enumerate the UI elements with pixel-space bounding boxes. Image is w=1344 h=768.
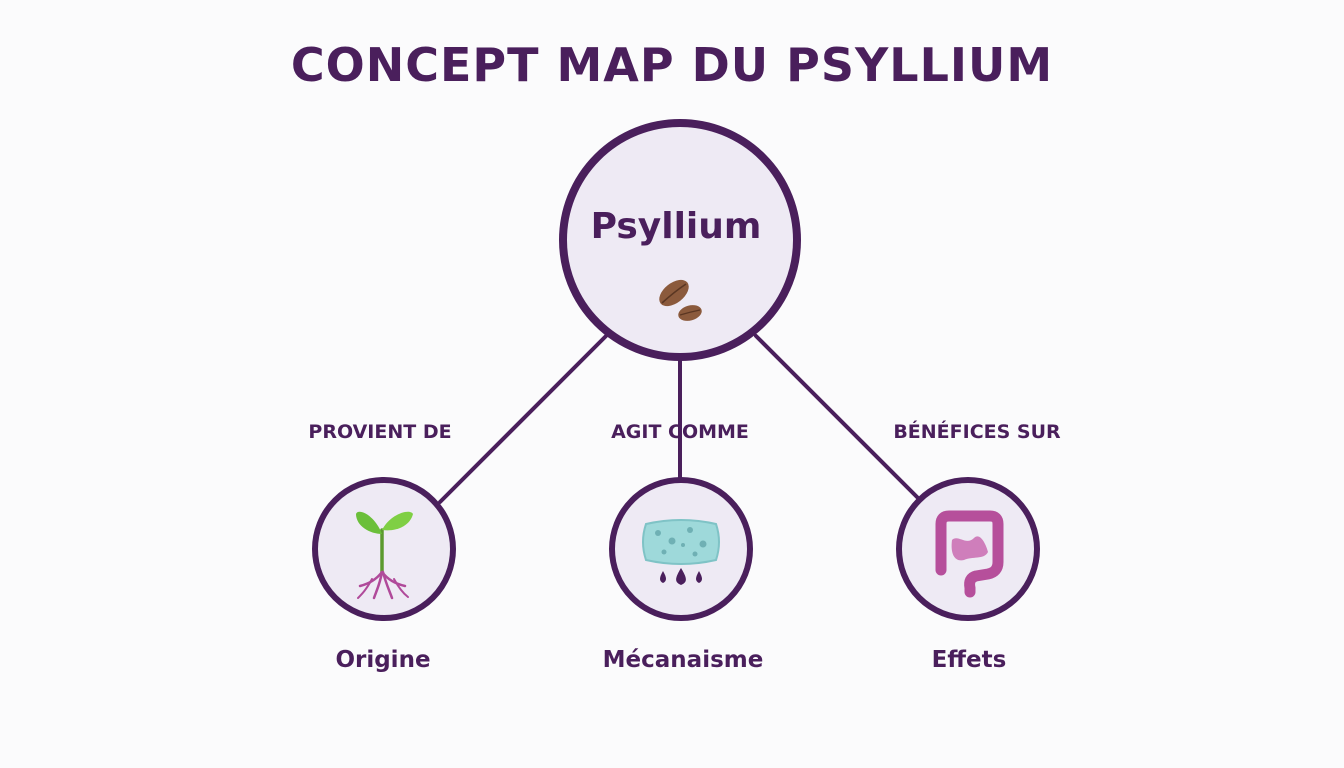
center-node	[559, 119, 801, 361]
node-origine	[312, 477, 456, 621]
sprout-icon	[356, 511, 413, 600]
relation-label-agit: AGIT COMME	[611, 421, 749, 443]
intestine-icon	[935, 510, 1004, 598]
page-title: CONCEPT MAP DU PSYLLIUM	[290, 38, 1054, 92]
seed-icon	[659, 279, 702, 321]
connector-origine	[438, 334, 608, 504]
relation-label-benefices: BÉNÉFICES SUR	[893, 421, 1061, 443]
connector-effets	[754, 334, 922, 502]
sponge-icon	[642, 519, 720, 585]
node-label-origine: Origine	[335, 647, 431, 673]
center-node-label: Psyllium	[590, 206, 762, 247]
node-label-effets: Effets	[931, 647, 1007, 673]
relation-label-provient: PROVIENT DE	[308, 421, 452, 443]
node-label-mecanaisme: Mécanaisme	[602, 647, 764, 673]
